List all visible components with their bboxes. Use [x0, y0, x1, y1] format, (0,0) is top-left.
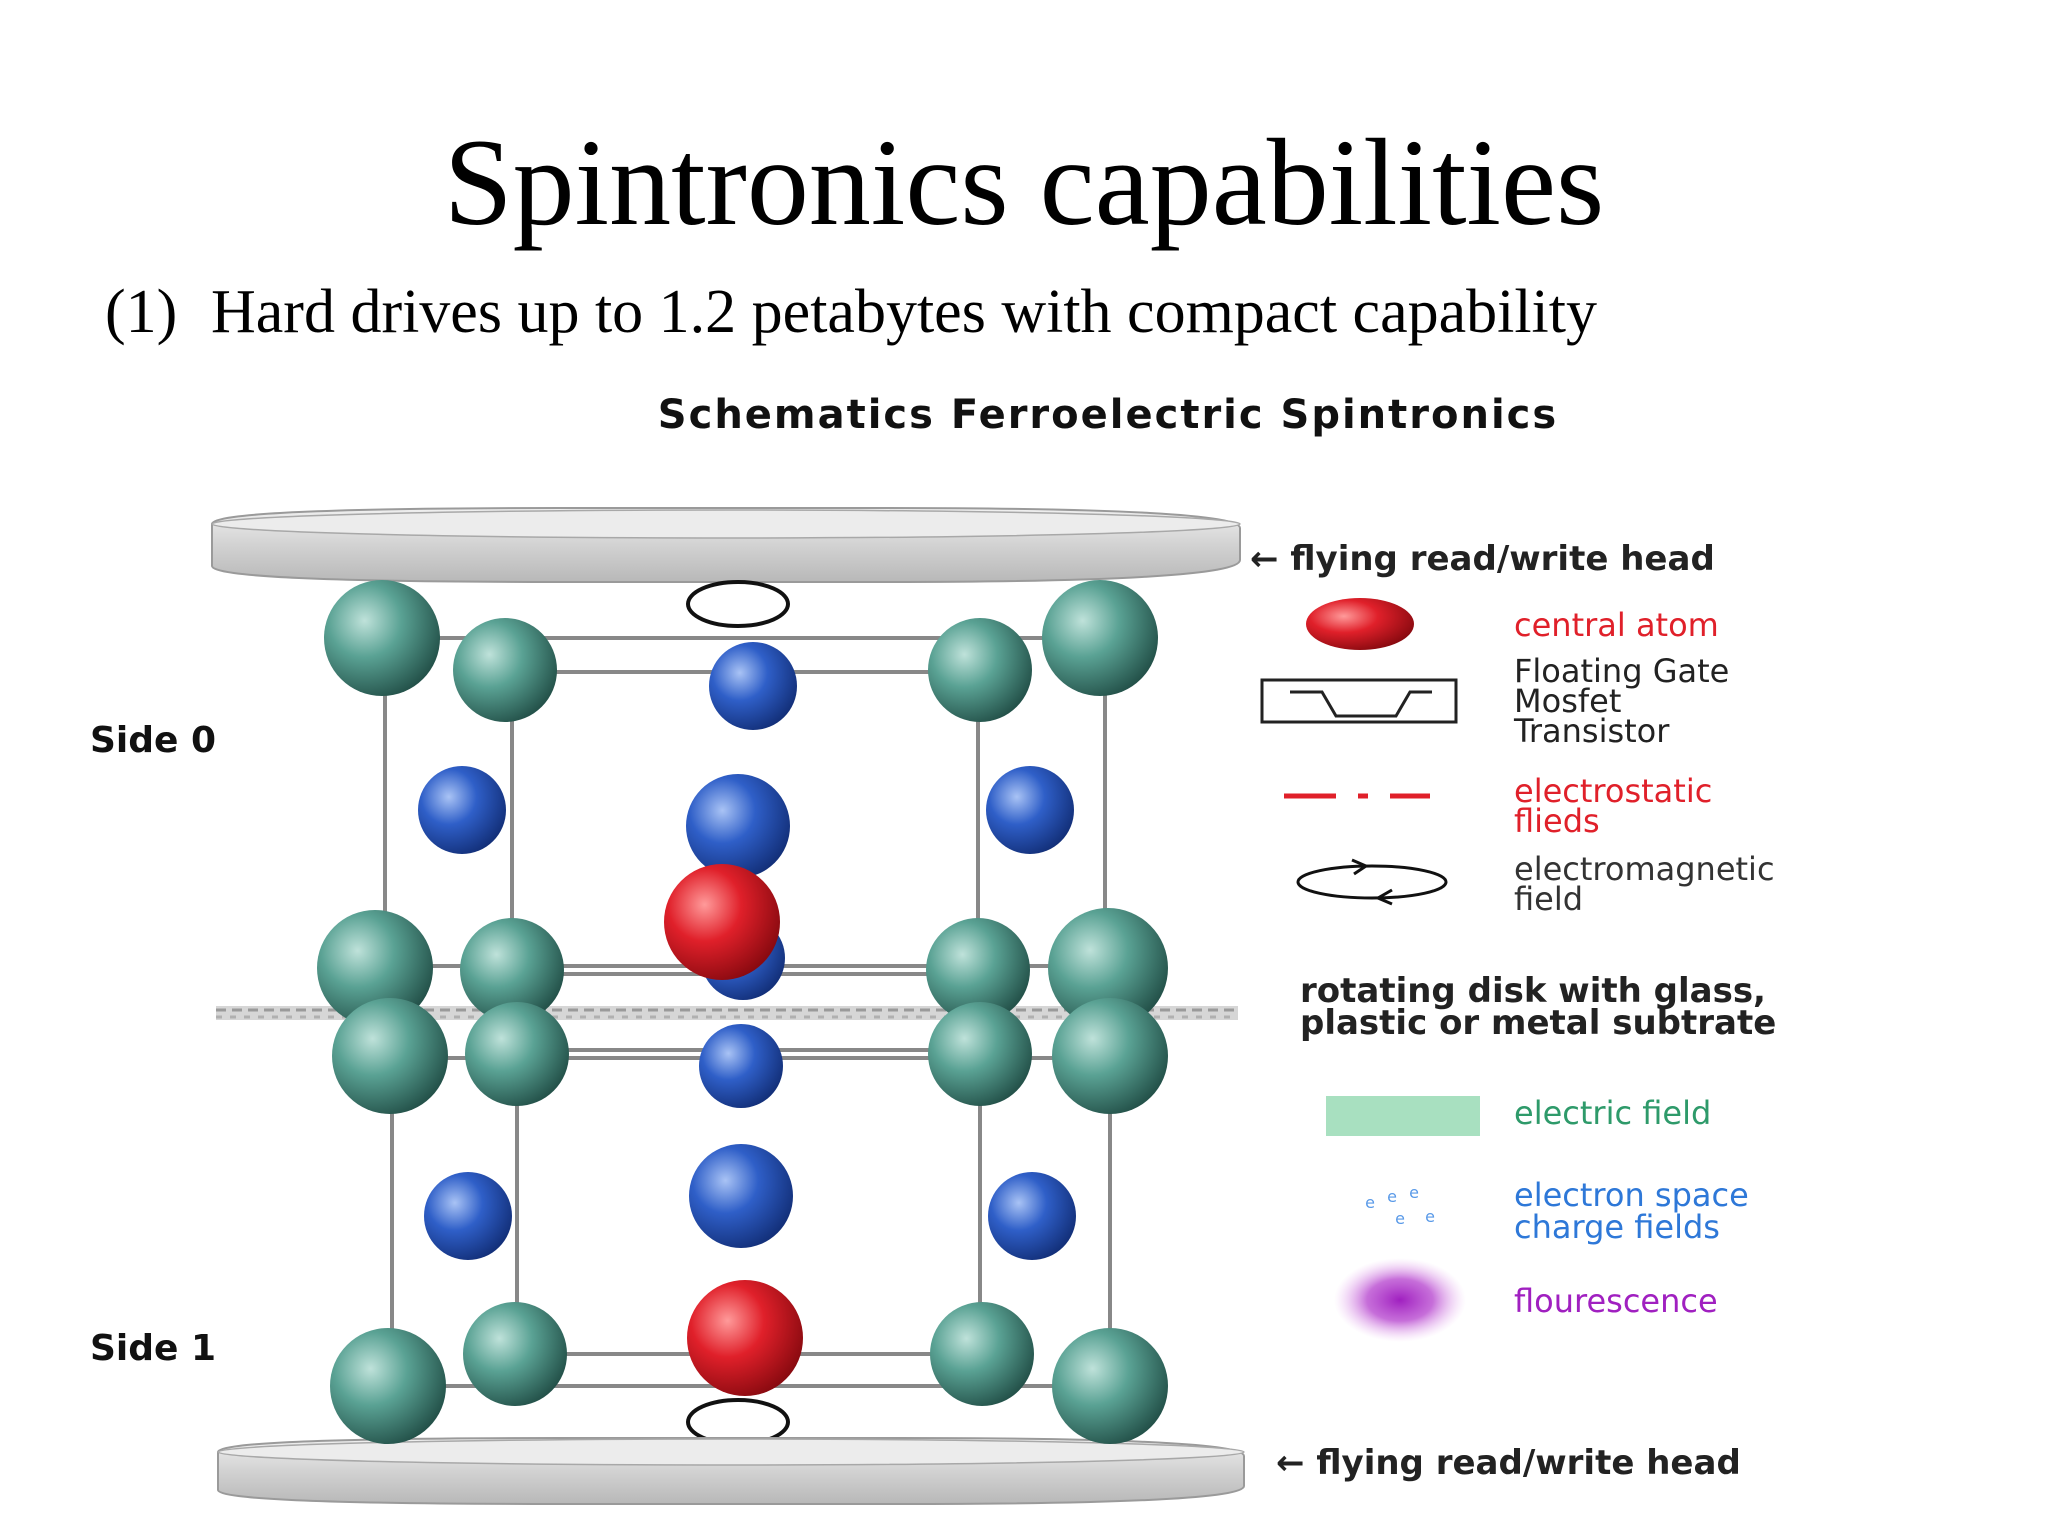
teal-atom — [1052, 998, 1168, 1114]
lower-cell-atoms — [330, 998, 1168, 1444]
teal-atom — [453, 618, 557, 722]
legend-label: field — [1514, 880, 1583, 918]
legend-label: electromagnetic — [1514, 850, 1775, 888]
teal-atom — [324, 580, 440, 696]
legend-label: Floating Gate — [1514, 652, 1729, 690]
legend-item-electron-space: e e e e e electron space charge fields — [1365, 1176, 1749, 1246]
top-read-write-head — [211, 507, 1241, 628]
teal-atom — [463, 1302, 567, 1406]
blue-atom — [709, 642, 797, 730]
teal-atom — [930, 1302, 1034, 1406]
legend-label: central atom — [1514, 606, 1719, 644]
blue-atom — [988, 1172, 1076, 1260]
side-0-label: Side 0 — [90, 720, 216, 761]
teal-atom — [460, 918, 564, 1022]
green-rectangle-icon — [1326, 1096, 1480, 1136]
svg-text:e: e — [1365, 1193, 1375, 1212]
bullet-number: (1) — [105, 278, 178, 346]
legend-label: flieds — [1514, 802, 1600, 840]
bullet-text: Hard drives up to 1.2 petabytes with com… — [211, 278, 1598, 346]
legend-label: electric field — [1514, 1094, 1711, 1132]
disk-label-line-2: plastic or metal subtrate — [1300, 1003, 1776, 1043]
legend-label: electrostatic — [1514, 772, 1712, 810]
teal-atom — [928, 618, 1032, 722]
bullet-item: (1) Hard drives up to 1.2 petabytes with … — [105, 272, 1597, 352]
transistor-symbol-icon — [1260, 678, 1458, 724]
legend: central atom Floating Gate Mosfet Transi… — [1260, 598, 1775, 1342]
legend-item-electromagnetic: electromagnetic field — [1296, 850, 1775, 918]
legend-item-electric-field: electric field — [1326, 1094, 1711, 1136]
head-label-top: ← flying read/write head — [1250, 539, 1715, 579]
svg-text:e: e — [1387, 1187, 1397, 1206]
bottom-read-write-head — [217, 1398, 1245, 1505]
legend-item-electrostatic: electrostatic flieds — [1284, 772, 1712, 840]
red-atom — [664, 864, 780, 980]
legend-item-flourescence: flourescence — [1334, 1258, 1718, 1342]
diagram-title: Schematics Ferroelectric Spintronics — [658, 392, 1558, 438]
red-atom — [687, 1280, 803, 1396]
teal-atom — [928, 1002, 1032, 1106]
teal-atom — [330, 1328, 446, 1444]
blue-atom — [986, 766, 1074, 854]
slide-title: Spintronics capabilities — [443, 114, 1605, 251]
electron-dots-icon: e e e e e — [1365, 1183, 1435, 1228]
head-label-bottom: ← flying read/write head — [1276, 1443, 1741, 1483]
legend-item-mosfet: Floating Gate Mosfet Transistor — [1260, 652, 1729, 750]
legend-item-central-atom: central atom — [1306, 598, 1719, 650]
teal-atom — [1052, 1328, 1168, 1444]
legend-label: electron space — [1514, 1176, 1749, 1214]
teal-atom — [465, 1002, 569, 1106]
blue-atom — [418, 766, 506, 854]
blue-atom — [699, 1024, 783, 1108]
teal-atom — [332, 998, 448, 1114]
purple-glow-icon — [1334, 1258, 1466, 1342]
blue-atom — [424, 1172, 512, 1260]
legend-label: flourescence — [1514, 1282, 1718, 1320]
legend-label: Mosfet — [1514, 682, 1621, 720]
svg-text:e: e — [1395, 1209, 1405, 1228]
teal-atom — [1048, 908, 1168, 1028]
teal-atom — [926, 918, 1030, 1022]
legend-label: charge fields — [1514, 1208, 1720, 1246]
blue-atom — [689, 1144, 793, 1248]
disk-label: rotating disk with glass, plastic or met… — [1300, 971, 1776, 1043]
blue-atom — [686, 774, 790, 878]
side-1-label: Side 1 — [90, 1328, 216, 1369]
upper-cell-atoms — [317, 580, 1168, 1028]
svg-text:e: e — [1409, 1183, 1419, 1202]
svg-text:e: e — [1425, 1207, 1435, 1226]
teal-atom — [1042, 580, 1158, 696]
red-atom-icon — [1306, 598, 1414, 650]
teal-atom — [317, 910, 433, 1026]
circular-arrows-icon — [1296, 858, 1448, 906]
disk-label-line-1: rotating disk with glass, — [1300, 971, 1766, 1011]
legend-label: Transistor — [1513, 712, 1670, 750]
